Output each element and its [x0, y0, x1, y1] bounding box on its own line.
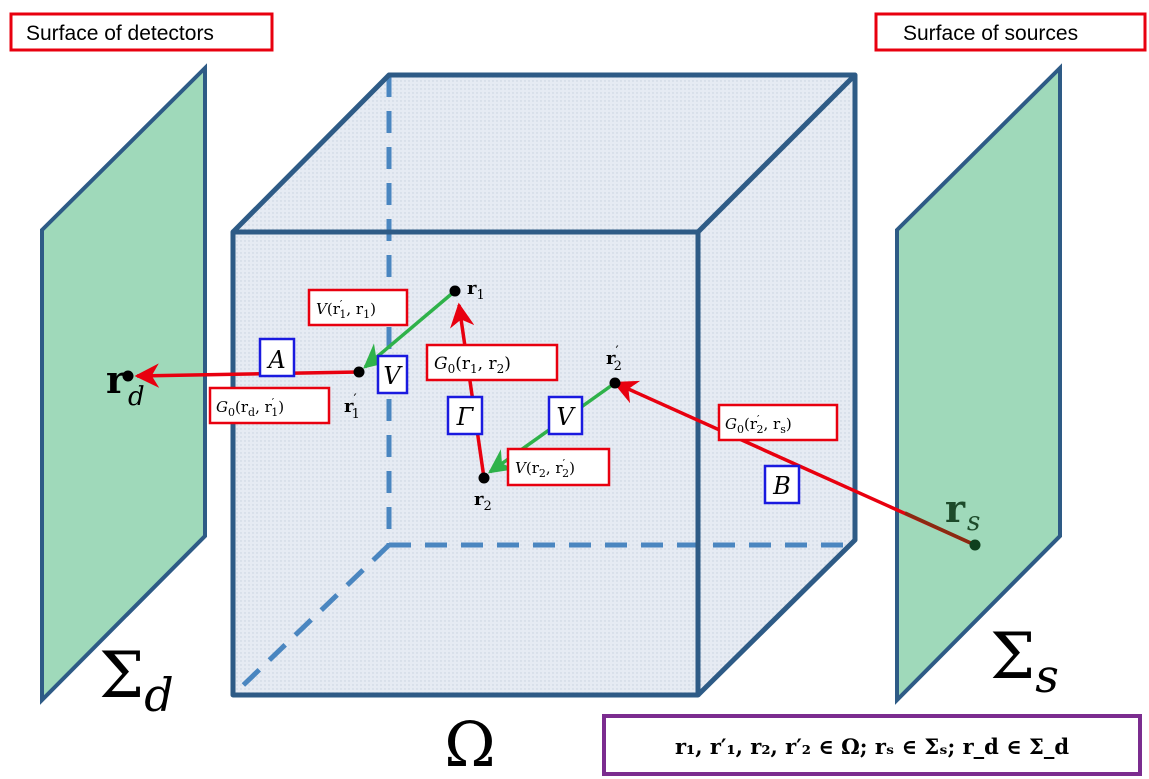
operator-V-left: V: [383, 362, 403, 390]
g0-rd-r1prime-box: [208, 386, 331, 425]
detector-plane: [40, 63, 207, 705]
operator-V-mid-box: [547, 395, 584, 436]
point-r2prime: [609, 377, 621, 389]
operator-A-box: [258, 337, 296, 378]
membership-box: [602, 714, 1142, 776]
label-r1prime: r′1: [344, 392, 360, 422]
operator-A: A: [266, 346, 285, 374]
operator-gamma: Γ: [456, 403, 475, 431]
g0-r1-r2-label: G0(r1, r2): [434, 354, 511, 376]
g0-r2prime-rs-label: G0(r′2, rs): [725, 413, 792, 436]
detectors-label: Surface of detectors: [26, 22, 214, 45]
operator-V-mid: V: [556, 403, 576, 431]
arrow-r1-to-r1prime: [363, 289, 457, 369]
label-rd: rd: [106, 357, 145, 412]
source-plane: [895, 63, 1062, 705]
arrow-r1prime-to-detector: [134, 363, 360, 388]
operator-gamma-box: [446, 395, 484, 436]
sigma-s-label: Σs: [990, 620, 1059, 703]
point-r1: [449, 285, 461, 297]
operator-B-box: [763, 464, 801, 505]
cube-visible-edges: [230, 72, 858, 698]
point-rs: [969, 539, 981, 551]
sources-label-box: [874, 12, 1147, 52]
omega-label: Ω: [444, 708, 495, 779]
label-rs: rs: [945, 486, 980, 537]
detectors-label-box: [9, 12, 274, 52]
v-r2-r2prime-label: V(r2, r′2): [515, 457, 575, 480]
cube-front-face: [233, 232, 698, 695]
label-r2prime: r′2: [606, 344, 622, 374]
arrow-r2-to-r1: [450, 302, 486, 479]
operator-V-left-box: [376, 354, 409, 395]
g0-r1-r2-box: [425, 343, 559, 382]
g0-r2prime-rs-box: [717, 403, 839, 442]
point-r1prime: [353, 366, 365, 378]
point-r2: [478, 472, 490, 484]
arrow-source-segment: [904, 511, 976, 547]
label-r2: r2: [474, 489, 492, 514]
label-r1: r1: [467, 278, 485, 303]
cube-hidden-edge-diagonal: [231, 543, 391, 697]
sources-label: Surface of sources: [903, 22, 1078, 45]
operator-B: B: [772, 472, 791, 500]
g0-rd-r1prime-label: G0(rd, r′1): [216, 396, 284, 419]
v-r1prime-r1-label: V(r′1, r1): [316, 298, 376, 321]
cube-right-face: [698, 75, 855, 695]
v-r1prime-r1-box: [307, 288, 409, 327]
membership-text: r₁, r′₁, r₂, r′₂ ∈ Ω; rₛ ∈ Σₛ; r_d ∈ Σ_d: [675, 734, 1069, 759]
sigma-d-label: Σd: [99, 639, 174, 722]
v-r2-r2prime-box: [506, 447, 611, 487]
point-rd: [122, 370, 134, 382]
